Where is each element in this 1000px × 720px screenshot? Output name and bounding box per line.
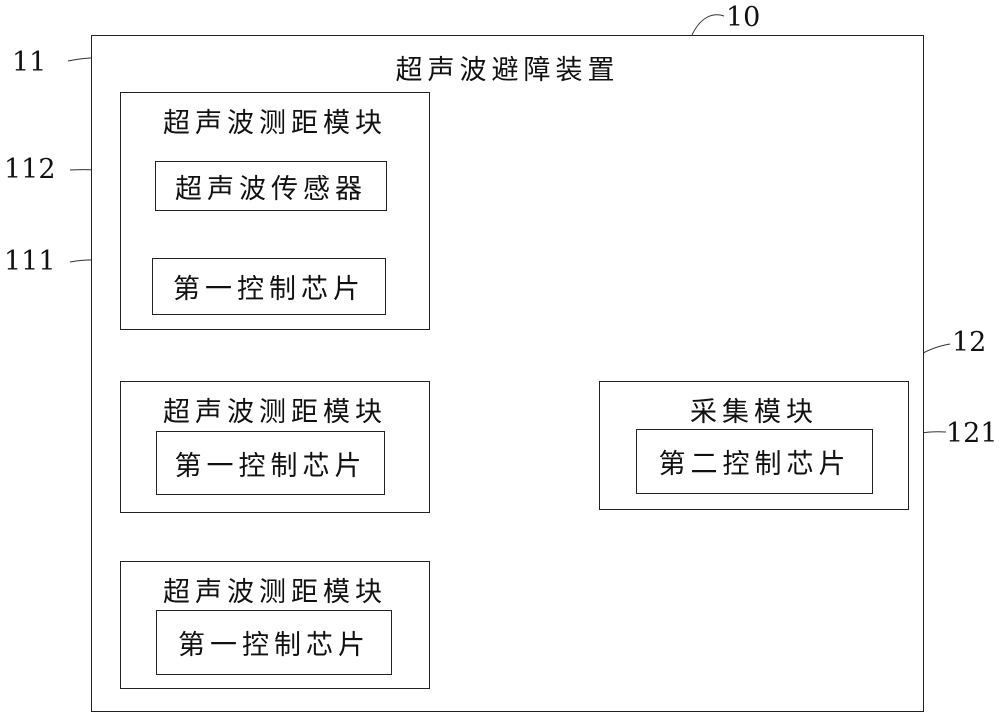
ultrasonic-sensor-label: 超声波传感器 <box>175 173 367 205</box>
ultrasonic-sensor: 超声波传感器 <box>155 161 387 211</box>
ref-10: 10 <box>726 2 761 33</box>
ranging-module-2-title: 超声波测距模块 <box>163 397 387 428</box>
ranging-module-1-title: 超声波测距模块 <box>163 108 387 139</box>
ref-111: 111 <box>4 246 56 277</box>
ref-112: 112 <box>4 154 56 185</box>
acquisition-module-title: 采集模块 <box>690 397 818 428</box>
first-control-chip-2: 第一控制芯片 <box>156 431 385 495</box>
device-title: 超声波避障装置 <box>395 55 620 86</box>
ref-121: 121 <box>946 418 998 449</box>
leader-10 <box>691 14 725 36</box>
first-control-chip-1: 第一控制芯片 <box>152 258 386 315</box>
first-control-chip-1-label: 第一控制芯片 <box>173 274 365 305</box>
first-control-chip-3: 第一控制芯片 <box>156 610 392 675</box>
second-control-chip: 第二控制芯片 <box>636 429 873 494</box>
first-control-chip-2-label: 第一控制芯片 <box>174 450 367 482</box>
second-control-chip-label: 第二控制芯片 <box>658 449 851 480</box>
ref-11: 11 <box>12 47 47 78</box>
ranging-module-3-title: 超声波测距模块 <box>163 577 387 608</box>
ref-12: 12 <box>952 327 987 358</box>
first-control-chip-3-label: 第一控制芯片 <box>178 630 370 661</box>
